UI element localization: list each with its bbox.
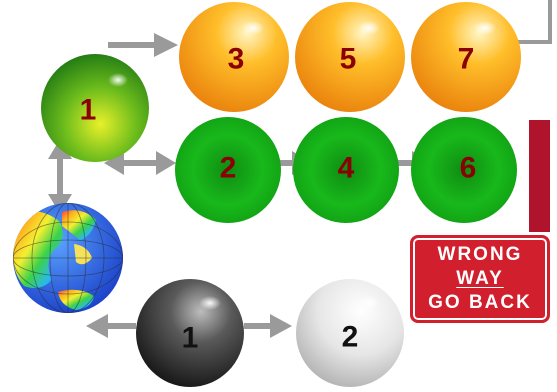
arrow-start-to-3 (108, 33, 178, 57)
red-side-bar (529, 120, 550, 232)
ball-7-label: 7 (458, 43, 475, 76)
ball-5: 5 (295, 2, 405, 112)
ball-4-label: 4 (338, 152, 355, 185)
ball-bottom-2: 2 (296, 279, 404, 387)
arrow-start-to-2 (104, 151, 176, 175)
arrow-bottom1-to-bottom2 (244, 314, 292, 338)
connector-from-7 (505, 0, 552, 44)
ball-2: 2 (175, 117, 281, 223)
ball-3-label: 3 (228, 43, 245, 76)
globe-icon (13, 203, 123, 313)
ball-start: 1 (41, 54, 149, 162)
ball-6-label: 6 (460, 152, 477, 185)
ball-4: 4 (293, 117, 399, 223)
sign-line-1: WRONG (437, 244, 523, 265)
ball-bottom-1: 1 (136, 279, 244, 387)
ball-3: 3 (179, 2, 289, 112)
ball-2-label: 2 (220, 152, 237, 185)
sign-line-2: WAY (456, 268, 504, 289)
ball-bottom-1-label: 1 (182, 322, 199, 355)
ball-bottom-2-label: 2 (342, 321, 359, 354)
ball-7: 7 (411, 2, 521, 112)
arrow-bottom1-to-globe (86, 314, 136, 338)
sign-line-3: GO BACK (428, 292, 532, 313)
ball-5-label: 5 (340, 43, 357, 76)
ball-start-label: 1 (80, 94, 97, 127)
ball-6: 6 (411, 117, 517, 223)
wrong-way-sign: WRONG WAY GO BACK (410, 235, 550, 323)
